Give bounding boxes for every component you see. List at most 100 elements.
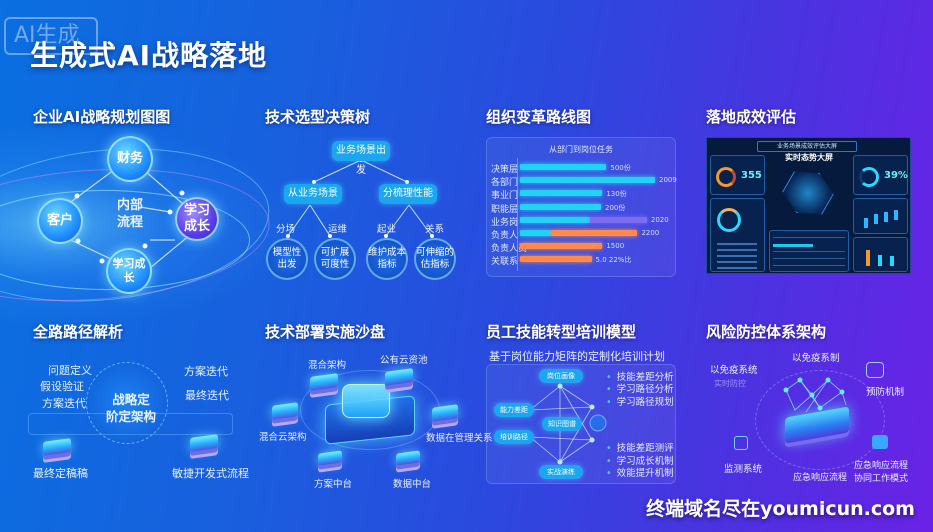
- metric-right: 39%: [884, 170, 908, 181]
- bar-category-label: 负责人: [491, 231, 519, 241]
- chart-title: 从部门到岗位任务: [549, 145, 613, 154]
- ai-generated-tag: AI生成: [4, 17, 98, 55]
- node-learning-growth-2[interactable]: 学习 成长: [175, 197, 219, 241]
- dash-card-right-top: 39%: [853, 155, 908, 195]
- evaluation-dashboard[interactable]: 业务场景成效评估大屏 355 实时态势大屏 39%: [706, 137, 911, 274]
- deploy-label: 数据在管理关系: [426, 433, 493, 444]
- risk-label: 监测系统: [724, 464, 763, 475]
- risk-label: 预防机制: [866, 387, 905, 398]
- section-title-full-path: 全路路径解析: [33, 323, 124, 341]
- bar-category-label: 职能层: [491, 204, 519, 215]
- dash-table: [769, 230, 849, 272]
- risk-label: 以免疫系统: [710, 365, 758, 376]
- path-endpoint-agile[interactable]: 敏捷开发式流程: [172, 467, 249, 480]
- risk-label: 以免疫系制: [792, 353, 840, 364]
- deploy-node-icon[interactable]: [432, 404, 458, 422]
- deploy-label: 混合架构: [308, 360, 347, 371]
- section-title-training-model: 员工技能转型培训模型: [486, 323, 637, 341]
- tree-leaf[interactable]: 维护成本 指标: [366, 238, 408, 280]
- training-subtitle: 基于岗位能力矩阵的定制化培训计划: [489, 350, 665, 363]
- training-node[interactable]: 实战演练: [539, 465, 583, 479]
- path-step[interactable]: 最终迭代: [185, 389, 229, 402]
- monitor-icon: [734, 436, 748, 450]
- tree-leaf[interactable]: 可扩展 可度性: [314, 238, 356, 280]
- bar-primary[interactable]: [520, 164, 607, 170]
- path-step[interactable]: 问题定义: [48, 364, 92, 377]
- deploy-label: 数据中台: [393, 479, 432, 490]
- bar-primary[interactable]: [520, 216, 591, 223]
- path-step[interactable]: 方案迭代: [184, 365, 228, 378]
- training-node[interactable]: 能力差距: [494, 403, 534, 417]
- shield-lock-icon: [866, 362, 884, 378]
- section-title-decision-tree: 技术选型决策树: [265, 108, 371, 126]
- path-endpoint-final[interactable]: 最终定稿稿: [33, 467, 88, 480]
- hexagon-core-icon: [777, 162, 840, 225]
- section-title-strategy-map: 企业AI战略规划图图: [33, 108, 171, 126]
- training-bullet: 学习路径规划: [606, 394, 674, 408]
- bar-primary[interactable]: [520, 190, 603, 197]
- orbit-ring: [755, 370, 885, 470]
- risk-label: 应急响应流程 协同工作模式: [854, 461, 909, 484]
- node-learning-growth[interactable]: 学习成长: [106, 248, 152, 294]
- path-step[interactable]: 方案迭代: [42, 397, 86, 410]
- node-finance[interactable]: 财务: [107, 136, 153, 182]
- bar-primary[interactable]: [520, 203, 601, 210]
- bar-primary[interactable]: [520, 230, 552, 236]
- tree-branch-business[interactable]: 从业务场景: [284, 184, 342, 204]
- cloud-stack-icon: [190, 434, 218, 452]
- deploy-label: 方案中台: [314, 479, 353, 490]
- gauge-icon: [716, 167, 736, 187]
- deploy-node-icon[interactable]: [396, 450, 420, 466]
- training-bullet: 学习路径分析: [606, 381, 674, 395]
- bar-secondary[interactable]: [590, 216, 647, 223]
- bar-category-label: 业务岗: [491, 217, 519, 228]
- training-bullet: 效能提升机制: [606, 465, 674, 479]
- bar-category-label: 各部门: [491, 178, 519, 189]
- bar-category-label: 关联系: [491, 257, 519, 268]
- page-title: 生成式AI战略落地: [30, 39, 268, 72]
- tree-leaf[interactable]: 可伸缩的 估指标: [414, 238, 456, 280]
- team-icon: [872, 435, 888, 449]
- bar-value-label: 200份: [605, 203, 626, 212]
- training-bullet: 学习成长机制: [606, 453, 674, 467]
- bar-value-label: 1500: [606, 242, 625, 251]
- dash-bar-card-1: [853, 198, 908, 234]
- training-bullet: 技能差距测评: [606, 440, 674, 454]
- bar-orange[interactable]: [520, 256, 592, 263]
- training-node[interactable]: 知识图谱: [542, 417, 582, 431]
- core-database-icon[interactable]: [342, 384, 390, 418]
- bar-value-label: 500份: [610, 164, 631, 172]
- document-stack-icon: [43, 438, 71, 456]
- dash-card-left-bottom: [710, 198, 765, 272]
- bar-primary[interactable]: [520, 177, 655, 184]
- edge-label: 关系: [425, 224, 445, 235]
- section-title-evaluation: 落地成效评估: [706, 108, 797, 126]
- training-node[interactable]: 岗位画像: [539, 369, 583, 383]
- path-rail: [28, 413, 233, 435]
- deploy-node-icon[interactable]: [272, 402, 298, 420]
- training-node[interactable]: 培训路径: [494, 430, 534, 444]
- bar-category-label: 决策层: [491, 165, 519, 175]
- bar-value-label: 2009: [659, 176, 677, 185]
- bar-value-label: 2200: [641, 229, 660, 237]
- bar-orange[interactable]: [520, 243, 603, 250]
- bar-orange[interactable]: [551, 230, 638, 236]
- node-customer[interactable]: 客户: [37, 198, 83, 244]
- y-axis: [517, 158, 518, 271]
- donut-icon: [717, 208, 741, 232]
- bar-value-label: 5.0 22%比: [595, 256, 632, 265]
- center-label-internal-process: 内部 流程: [117, 198, 144, 230]
- gauge-icon: [859, 167, 879, 187]
- bar-value-label: 130份: [606, 190, 627, 199]
- section-title-risk-control: 风险防控体系架构: [706, 323, 827, 341]
- path-step[interactable]: 假设验证: [40, 380, 84, 393]
- deploy-node-icon[interactable]: [318, 450, 342, 466]
- tree-leaf[interactable]: 模型性 出发: [266, 238, 308, 280]
- tree-branch-performance[interactable]: 分梳理性能: [379, 184, 437, 204]
- tree-root[interactable]: 业务场景出发: [332, 141, 390, 176]
- footer-watermark: 终端域名尽在youmicun.com: [646, 498, 915, 520]
- training-bullet: 技能差距分析: [606, 369, 674, 383]
- metric-left: 355: [741, 170, 762, 181]
- strategy-hub-label: 战略定 阶定架构: [106, 392, 157, 424]
